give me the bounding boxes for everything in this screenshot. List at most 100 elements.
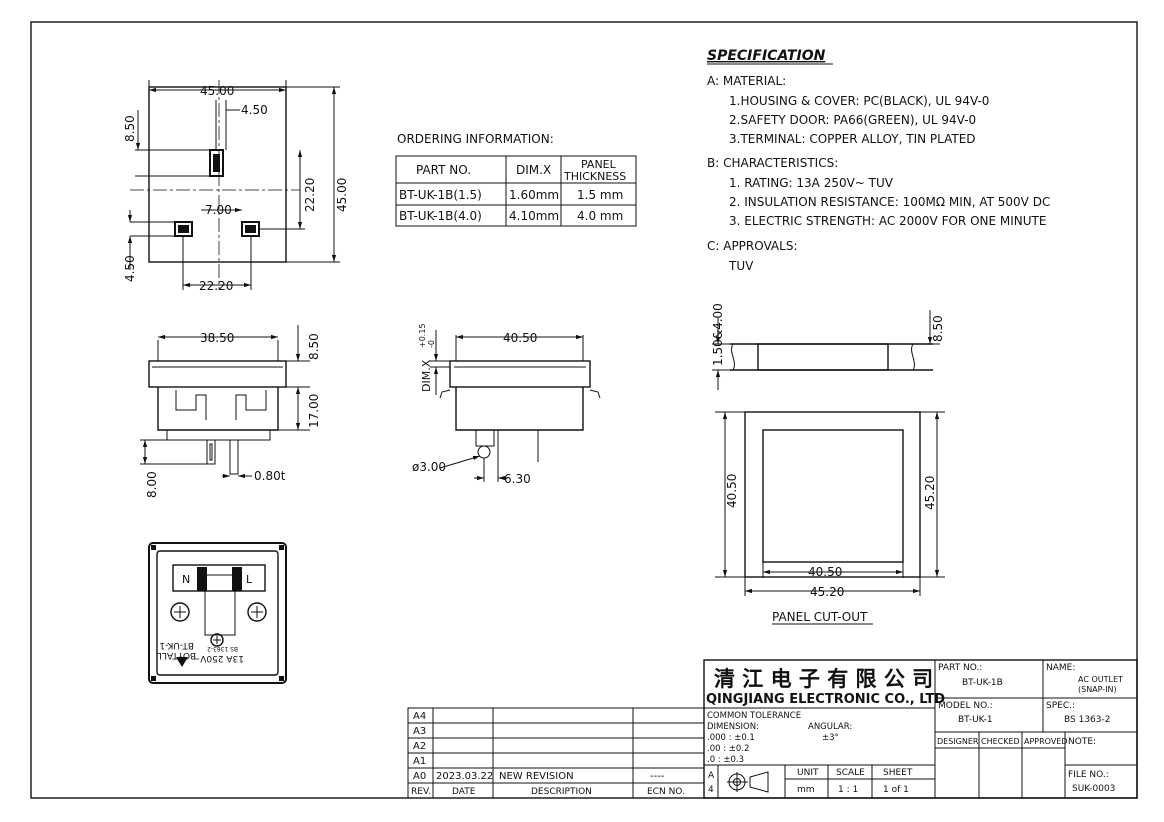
dim-front-pin-gap: 7.00: [205, 203, 232, 217]
projection-symbol-icon: [727, 771, 769, 793]
face-neutral-label: N: [182, 573, 190, 586]
dim-side-pin-t: 0.80t: [254, 469, 286, 483]
side-view-1: 38.50 8.50 17.00 8.00 0.80t: [140, 325, 321, 498]
note-label: NOTE:: [1068, 737, 1096, 747]
sheet-value: 1 of 1: [883, 785, 909, 795]
company-en: QINGJIANG ELECTRONIC CO., LTD: [706, 692, 945, 707]
screw-center-icon: [210, 633, 224, 647]
dim-side-pin: 8.00: [145, 471, 159, 498]
spec-a-title: A: MATERIAL:: [707, 74, 786, 88]
file-no-label: FILE NO.:: [1068, 770, 1109, 780]
face-live-label: L: [246, 573, 253, 586]
part-no-value: BT-UK-1B: [962, 678, 1003, 688]
spec-heading: SPECIFICATION: [707, 48, 826, 64]
rev-a0-desc: NEW REVISION: [499, 771, 574, 782]
dim-side2-pin-off: 6.30: [504, 472, 531, 486]
name-value-2: (SNAP-IN): [1078, 685, 1117, 694]
rev-a3: A3: [413, 726, 426, 737]
spec-c1: TUV: [728, 259, 754, 273]
tol-title: COMMON TOLERANCE: [707, 711, 801, 721]
unit-label: UNIT: [797, 768, 819, 778]
ordering-r1-part: BT-UK-1B(1.5): [399, 188, 482, 202]
screw-left-icon: [170, 602, 190, 622]
dim-side2-dimx: DIM.X: [420, 359, 433, 392]
specification: SPECIFICATION A: MATERIAL: 1.HOUSING & C…: [707, 48, 1050, 273]
model-label: MODEL NO.:: [938, 701, 993, 711]
face-std: BS 1363-2: [207, 645, 238, 652]
name-value-1: AC OUTLET: [1078, 675, 1123, 684]
cutout-label: PANEL CUT-OUT: [772, 610, 868, 624]
dim-cut-outer-h: 45.20: [923, 476, 937, 510]
dim-panel-thk: 1.50&4.00: [711, 303, 725, 366]
spec-b-title: B: CHARACTERISTICS:: [707, 156, 838, 170]
rev-h-ecn: ECN NO.: [647, 787, 685, 797]
face-model: BT-UK-1: [159, 640, 194, 650]
tol-3: .0 : ±0.3: [707, 755, 744, 765]
dim-side2-tol-top: +0.15: [418, 323, 427, 348]
ordering-info: ORDERING INFORMATION: PART NO. DIM.X PAN…: [395, 132, 637, 227]
panel-section: 1.50&4.00 8.50: [711, 303, 945, 390]
dim-front-height: 45.00: [335, 178, 349, 212]
tol-1: .000 : ±0.1: [707, 733, 755, 743]
screw-right-icon: [247, 602, 267, 622]
ordering-h-panel: PANEL: [581, 158, 617, 171]
sheet-label: SHEET: [883, 768, 913, 778]
ordering-h-dimx: DIM.X: [516, 163, 551, 177]
dim-front-top: 8.50: [123, 115, 137, 142]
approved-label: APPROVED: [1024, 737, 1068, 746]
tol-ang: ANGULAR:: [808, 722, 852, 732]
face-view: N L 13A 250V~ BS 1363-2 BOYTALL BT-UK-1: [148, 542, 287, 684]
dim-cut-inner-h: 40.50: [725, 474, 739, 508]
dim-cut-outer-w: 45.20: [810, 585, 844, 599]
rev-h-desc: DESCRIPTION: [531, 787, 592, 797]
scale-label: SCALE: [836, 768, 865, 778]
spec-value: BS 1363-2: [1064, 715, 1110, 725]
dim-side2-tol-bot: -0: [427, 340, 436, 348]
rev-a1: A1: [413, 756, 426, 767]
dim-side2-hole: ø3.00: [412, 460, 446, 474]
rev-a0: A0: [413, 771, 426, 782]
proj-a: A: [708, 771, 715, 781]
tol-ang-v: ±3°: [822, 733, 839, 743]
rev-h-date: DATE: [452, 787, 476, 797]
ordering-r1-thk: 1.5 mm: [577, 188, 623, 202]
rev-a0-date: 2023.03.22: [436, 771, 493, 782]
warning-triangle-icon: [176, 657, 188, 667]
dim-front-mid-h: 22.20: [303, 178, 317, 212]
rev-a0-ecn: ----: [650, 771, 665, 782]
ordering-r1-dimx: 1.60mm: [509, 188, 559, 202]
tol-2: .00 : ±0.2: [707, 744, 749, 754]
dim-front-bottom-w: 22.20: [199, 279, 233, 293]
spec-label: SPEC.:: [1046, 701, 1075, 711]
ordering-h-partno: PART NO.: [416, 163, 471, 177]
spec-a3: 3.TERMINAL: COPPER ALLOY, TIN PLATED: [729, 132, 976, 146]
company-cn: 清 江 电 子 有 限 公 司: [714, 667, 933, 691]
dim-front-offset: 4.50: [241, 103, 268, 117]
spec-a2: 2.SAFETY DOOR: PA66(GREEN), UL 94V-0: [729, 113, 976, 127]
checked-label: CHECKED: [981, 737, 1020, 746]
front-view: 45.00 4.50 8.50 22.20 45.00 7.00 4.50 22…: [123, 80, 349, 293]
dim-front-width: 45.00: [200, 84, 234, 98]
spec-b3: 3. ELECTRIC STRENGTH: AC 2000V FOR ONE M…: [729, 214, 1046, 228]
face-brand: BOYTALL: [157, 650, 196, 660]
dim-side2-width: 40.50: [503, 331, 537, 345]
dim-side-flange: 8.50: [307, 333, 321, 360]
title-block: 清 江 电 子 有 限 公 司 QINGJIANG ELECTRONIC CO.…: [703, 659, 1138, 799]
rev-h-rev: REV.: [411, 787, 431, 797]
rev-a4: A4: [413, 711, 426, 722]
proj-4: 4: [708, 785, 714, 795]
revision-table: A4 A3 A2 A1 A0 2023.03.22 NEW REVISION -…: [407, 707, 705, 799]
panel-cutout: 40.50 45.20 40.50 45.20 PANEL CUT-OUT: [715, 411, 945, 625]
spec-b1: 1. RATING: 13A 250V~ TUV: [729, 176, 894, 190]
designer-label: DESIGNER: [937, 737, 979, 746]
ordering-h-thickness: THICKNESS: [563, 170, 626, 183]
dim-panel-h: 8.50: [931, 315, 945, 342]
model-value: BT-UK-1: [958, 715, 993, 725]
ordering-r2-dimx: 4.10mm: [509, 209, 559, 223]
spec-a1: 1.HOUSING & COVER: PC(BLACK), UL 94V-0: [729, 94, 989, 108]
name-label: NAME:: [1046, 663, 1075, 673]
face-rating: 13A 250V~: [193, 653, 244, 663]
scale-value: 1 : 1: [838, 785, 858, 795]
spec-b2: 2. INSULATION RESISTANCE: 100MΩ MIN, AT …: [729, 195, 1050, 209]
